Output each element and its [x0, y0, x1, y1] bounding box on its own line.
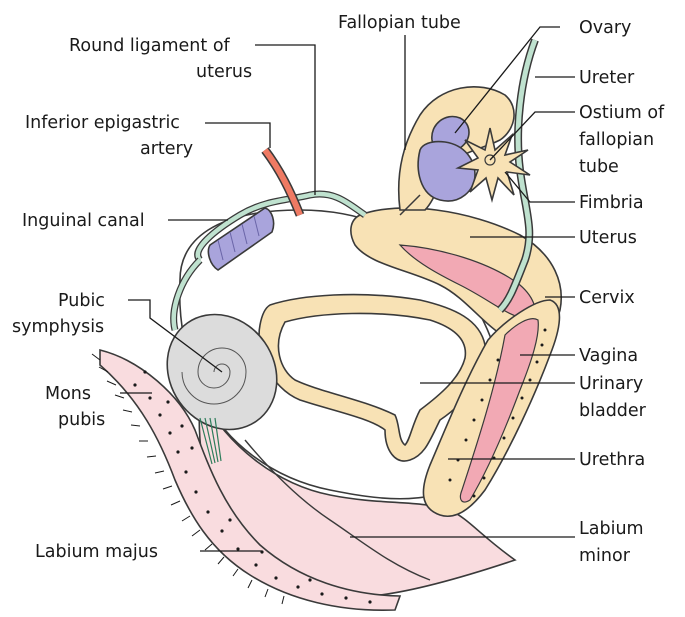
label-mons-line1: Mons — [45, 384, 91, 404]
label-epigastric-line1: Inferior epigastric — [25, 113, 180, 133]
label-urethra: Urethra — [579, 450, 645, 470]
leader-epigastric — [205, 123, 270, 148]
label-uterus: Uterus — [579, 228, 637, 248]
leader-fimbria — [505, 172, 575, 202]
label-labium-minor-line2: minor — [579, 546, 631, 566]
label-bladder-line1: Urinary — [579, 374, 643, 394]
label-inguinal-canal: Inguinal canal — [22, 211, 145, 231]
label-labium-majus: Labium majus — [35, 542, 158, 562]
label-ovary: Ovary — [579, 18, 631, 38]
label-epigastric-line2: artery — [140, 139, 193, 159]
label-mons-line2: pubis — [58, 410, 105, 430]
leader-round-ligament — [255, 45, 315, 195]
label-fallopian-tube: Fallopian tube — [338, 13, 461, 33]
label-cervix: Cervix — [579, 288, 635, 308]
label-ostium-line3: tube — [579, 157, 619, 177]
label-vagina: Vagina — [579, 346, 638, 366]
label-fimbria: Fimbria — [579, 193, 644, 213]
label-round-ligament-line2: uterus — [196, 62, 252, 82]
label-ostium-line1: Ostium of — [579, 103, 665, 123]
label-round-ligament-line1: Round ligament of — [69, 36, 231, 56]
label-ureter: Ureter — [579, 68, 635, 88]
label-pubic-line1: Pubic — [58, 291, 105, 311]
label-labium-minor-line1: Labium — [579, 519, 644, 539]
label-pubic-line2: symphysis — [12, 317, 104, 337]
label-bladder-line2: bladder — [579, 401, 647, 421]
label-ostium-line2: fallopian — [579, 130, 654, 150]
